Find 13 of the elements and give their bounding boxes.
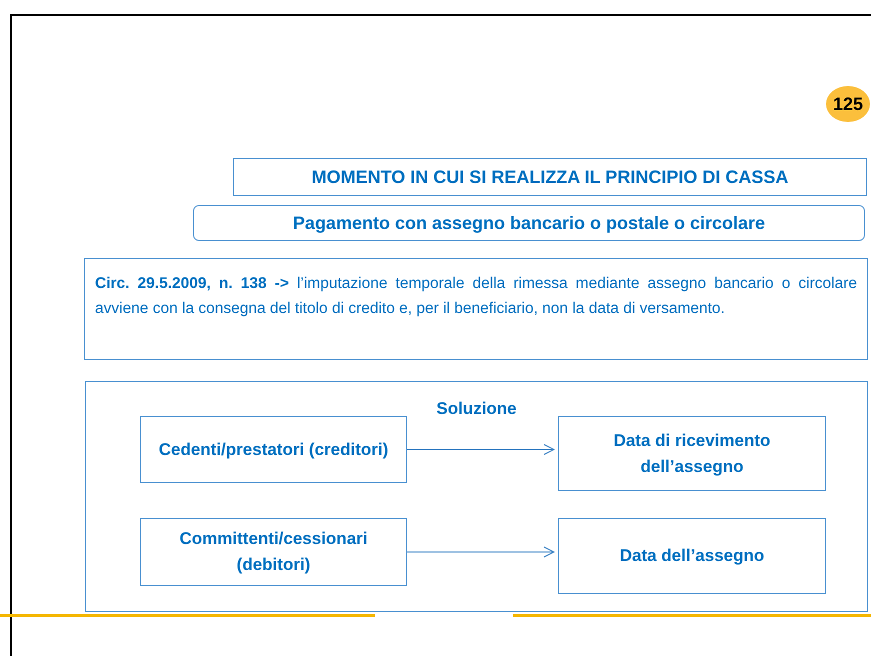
subtitle-box: Pagamento con assegno bancario o postale o circolare xyxy=(193,205,865,241)
panel-heading: Soluzione xyxy=(435,398,518,420)
solution-panel xyxy=(85,381,868,612)
arrow xyxy=(406,546,554,558)
note-box xyxy=(84,258,868,360)
note-text: Circ. 29.5.2009, n. 138 -> l’imputazione temporale della rimessa mediante assegno bancario o circolare avviene con la consegna del titolo di credito e, per il beneficiario, non la data di versamento. xyxy=(95,274,857,319)
title-box: MOMENTO IN CUI SI REALIZZA IL PRINCIPIO DI CASSA xyxy=(233,158,867,196)
party-box: Cedenti/prestatori (creditori) xyxy=(140,416,407,483)
arrow xyxy=(406,444,554,455)
page-number-badge: 125 xyxy=(826,86,870,122)
date-box: Data dell’assegno xyxy=(558,518,826,594)
date-box: Data di ricevimento dell’assegno xyxy=(558,416,826,491)
party-box: Committenti/cessionari (debitori) xyxy=(140,518,407,586)
